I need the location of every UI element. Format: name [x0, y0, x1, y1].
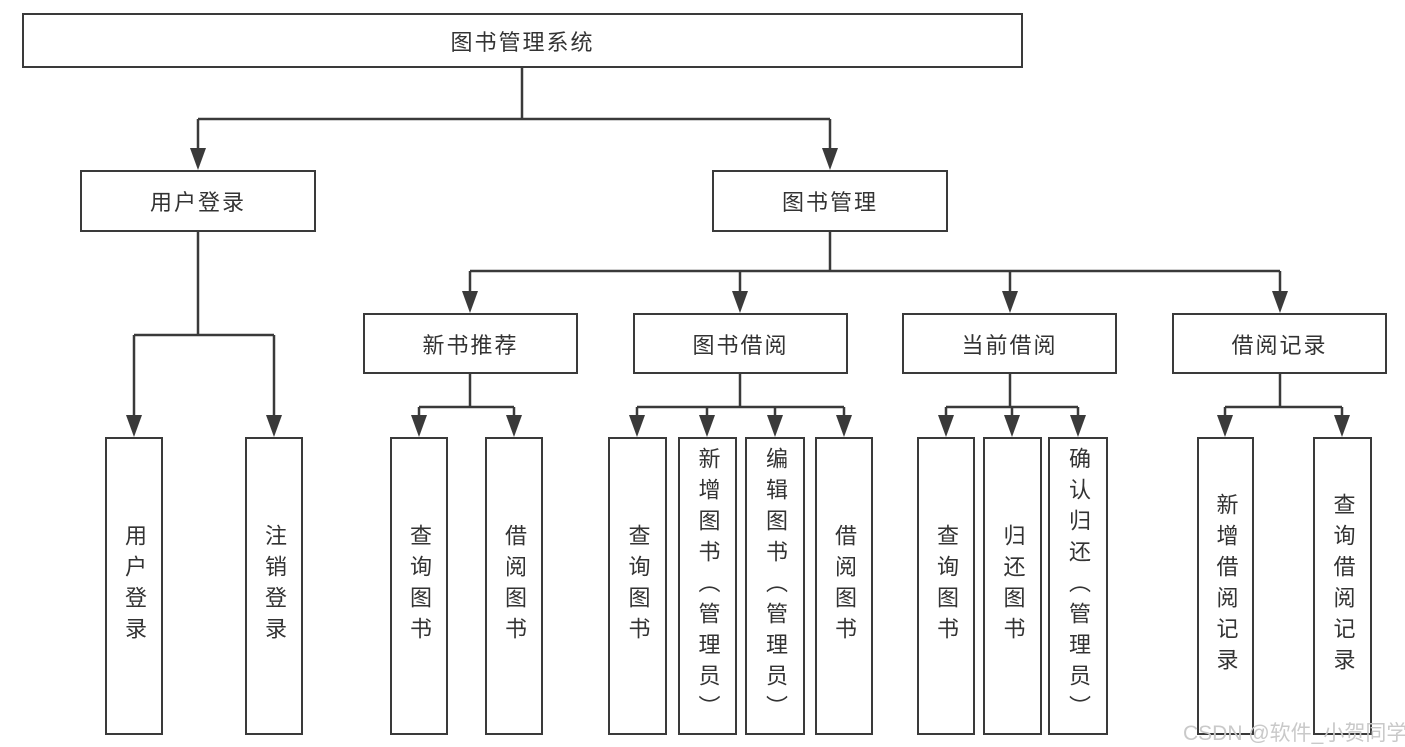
- node-user-login-label: 用户登录: [149, 190, 246, 215]
- leaf-borrow-books: 借阅图书: [815, 437, 873, 735]
- connector-book-borrow-branch: [635, 374, 846, 417]
- node-root: 图书管理系统: [22, 13, 1023, 68]
- leaf-return-books: 归还图书: [983, 437, 1042, 735]
- arrow-down-icon: [732, 291, 748, 313]
- arrow-down-icon: [1004, 415, 1020, 437]
- leaf-add-books-admin: 新增图书（管理员）: [678, 437, 737, 735]
- node-new-book-recommend: 新书推荐: [363, 313, 578, 374]
- arrow-down-icon: [190, 148, 206, 170]
- arrow-down-icon: [266, 415, 282, 437]
- arrow-down-icon: [767, 415, 783, 437]
- arrow-down-icon: [699, 415, 715, 437]
- node-book-management-label: 图书管理: [781, 190, 878, 215]
- leaf-edit-books-admin: 编辑图书（管理员）: [745, 437, 805, 735]
- node-new-book-recommend-label: 新书推荐: [422, 332, 519, 358]
- node-book-borrow-label: 图书借阅: [692, 332, 789, 358]
- connector-borrow-record-branch: [1223, 374, 1344, 417]
- node-user-login: 用户登录: [80, 170, 316, 232]
- leaf-confirm-return-admin: 确认归还（管理员）: [1048, 437, 1108, 735]
- arrow-down-icon: [1334, 415, 1350, 437]
- leaf-query-books-borrow: 查询图书: [608, 437, 667, 735]
- node-book-borrow: 图书借阅: [633, 313, 848, 374]
- connector-book-management-branch: [468, 232, 1282, 293]
- node-book-management: 图书管理: [712, 170, 948, 232]
- node-borrow-record-label: 借阅记录: [1231, 332, 1328, 358]
- arrow-down-icon: [506, 415, 522, 437]
- arrow-down-icon: [1272, 291, 1288, 313]
- arrow-down-icon: [629, 415, 645, 437]
- arrow-down-icon: [411, 415, 427, 437]
- node-current-borrow-label: 当前借阅: [961, 332, 1058, 358]
- connector-current-borrow-branch: [944, 374, 1080, 417]
- connector-root-branch: [196, 68, 832, 150]
- node-root-label: 图书管理系统: [450, 29, 595, 55]
- arrow-down-icon: [836, 415, 852, 437]
- connector-new-book-branch: [417, 374, 516, 417]
- arrow-down-icon: [462, 291, 478, 313]
- node-current-borrow: 当前借阅: [902, 313, 1117, 374]
- leaf-query-books-current: 查询图书: [917, 437, 975, 735]
- watermark: CSDN @软件_小贺同学: [1183, 722, 1405, 745]
- leaf-query-books-recommend: 查询图书: [390, 437, 448, 735]
- arrow-down-icon: [1002, 291, 1018, 313]
- arrow-down-icon: [1070, 415, 1086, 437]
- node-borrow-record: 借阅记录: [1172, 313, 1387, 374]
- leaf-logout: 注销登录: [245, 437, 303, 735]
- arrow-down-icon: [126, 415, 142, 437]
- leaf-borrow-books-recommend: 借阅图书: [485, 437, 543, 735]
- leaf-user-login: 用户登录: [105, 437, 163, 735]
- leaf-query-borrow-record: 查询借阅记录: [1313, 437, 1372, 735]
- leaf-add-borrow-record: 新增借阅记录: [1197, 437, 1254, 735]
- arrow-down-icon: [1217, 415, 1233, 437]
- arrow-down-icon: [822, 148, 838, 170]
- connector-user-login-branch: [132, 232, 276, 417]
- arrow-down-icon: [938, 415, 954, 437]
